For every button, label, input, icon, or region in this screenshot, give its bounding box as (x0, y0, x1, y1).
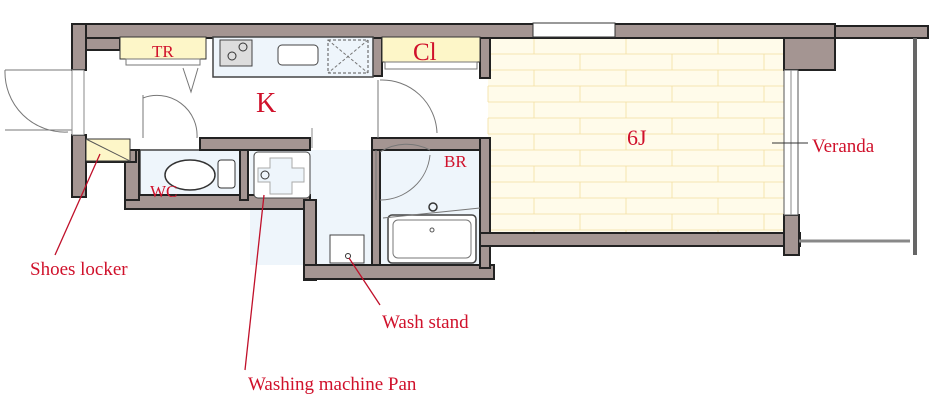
room-label-br: BR (444, 152, 467, 171)
window-top (532, 22, 616, 38)
callout-wash-stand: Wash stand (382, 312, 469, 333)
entrance-door (4, 69, 85, 136)
wc-door (142, 94, 198, 139)
wash-stand (329, 234, 365, 264)
bathtub (382, 202, 481, 264)
room-label-veranda: Veranda (812, 136, 875, 157)
room-label-6j: 6J (627, 125, 647, 150)
bathroom-door (375, 143, 431, 201)
toilet-fixture (164, 159, 236, 191)
room-label-tr: TR (152, 42, 174, 61)
room-label-wc: WC (150, 182, 177, 201)
room-door (377, 79, 438, 138)
callout-shoes-locker: Shoes locker (30, 259, 128, 280)
room-label-closet: Cl (413, 39, 437, 66)
callout-washing-machine-pan: Washing machine Pan (248, 374, 417, 395)
room-label-kitchen: K (256, 88, 276, 119)
main-room-floor (487, 37, 784, 235)
kitchen-counter (182, 36, 374, 94)
washing-machine-pan (253, 151, 311, 199)
